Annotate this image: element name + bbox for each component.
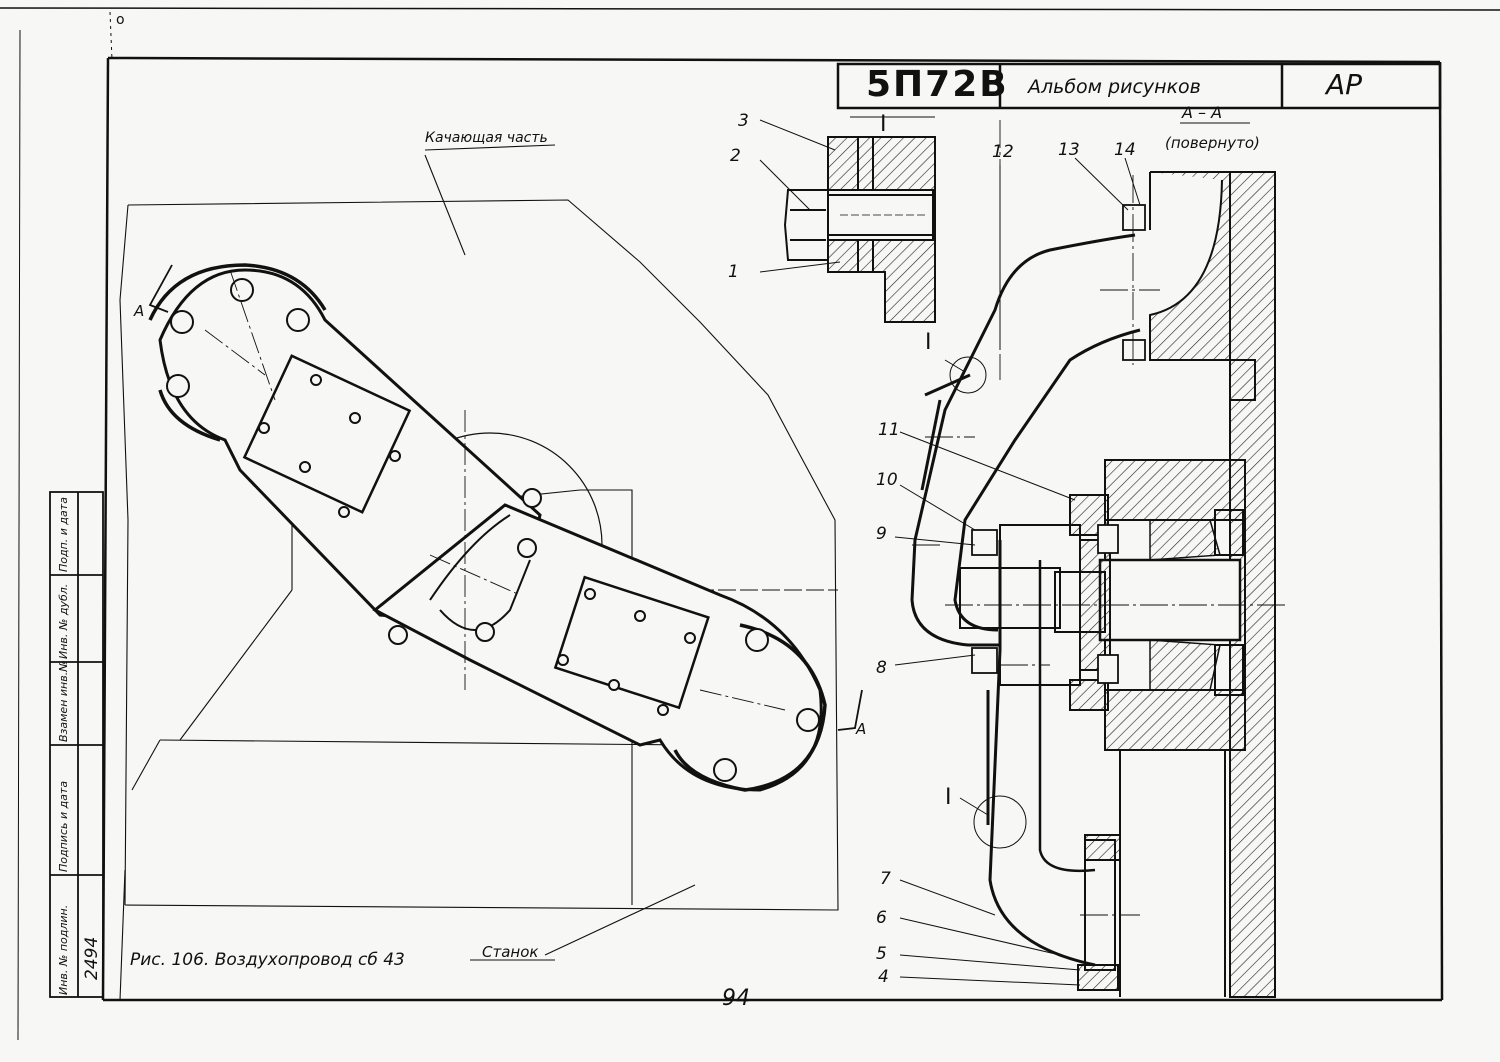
stamp-cell-original-inventory: Инв. № подлин. bbox=[57, 904, 70, 995]
stamp-cell-sign-date: Подп. и дата bbox=[57, 497, 70, 572]
callout-7: 7 bbox=[880, 869, 891, 889]
callout-9: 9 bbox=[876, 524, 887, 544]
section-mark-top: А bbox=[134, 302, 145, 320]
detail-mark-upper: I bbox=[925, 330, 932, 355]
callout-14: 14 bbox=[1114, 140, 1136, 160]
callout-12: 12 bbox=[992, 142, 1014, 162]
callout-8: 8 bbox=[876, 658, 887, 678]
callout-13: 13 bbox=[1058, 140, 1080, 160]
stamp-cell-replaces-inventory: Взамен инв.№ bbox=[57, 660, 70, 742]
title-block bbox=[836, 62, 1442, 110]
section-mark-bottom: А bbox=[856, 720, 867, 738]
detail-view-I bbox=[759, 116, 936, 323]
sheet-border bbox=[0, 7, 1500, 1041]
corner-mark: о bbox=[116, 12, 125, 28]
callout-3: 3 bbox=[738, 111, 749, 131]
section-view-AA bbox=[894, 120, 1285, 998]
callout-10: 10 bbox=[876, 470, 898, 490]
stamp-cell-signature-date: Подпись и дата bbox=[57, 780, 70, 872]
page-number: 94 bbox=[722, 986, 750, 1011]
inventory-number: 2494 bbox=[82, 936, 102, 980]
album-title: Альбом рисунков bbox=[1028, 76, 1201, 98]
left-assembly-view bbox=[119, 144, 863, 1001]
side-stamp-block bbox=[49, 491, 104, 998]
section-title: А – А bbox=[1182, 103, 1223, 122]
detail-mark-top: I bbox=[880, 112, 887, 137]
callout-11: 11 bbox=[878, 420, 900, 440]
stand-label: Станок bbox=[482, 943, 539, 961]
section-subtitle: (повернуто) bbox=[1165, 134, 1260, 152]
drawing-code: 5П72В bbox=[866, 64, 1009, 105]
figure-caption: Рис. 106. Воздухопровод сб 43 bbox=[130, 950, 405, 970]
album-stamp: АР bbox=[1326, 68, 1363, 101]
callout-1: 1 bbox=[728, 262, 739, 282]
callout-6: 6 bbox=[876, 908, 887, 928]
stamp-cell-duplicate-inventory: Инв. № дубл. bbox=[57, 583, 70, 659]
swinging-part-label: Качающая часть bbox=[425, 130, 548, 146]
callout-2: 2 bbox=[730, 146, 741, 166]
callout-4: 4 bbox=[878, 967, 889, 987]
detail-mark-lower: I bbox=[945, 785, 952, 810]
callout-5: 5 bbox=[876, 944, 887, 964]
